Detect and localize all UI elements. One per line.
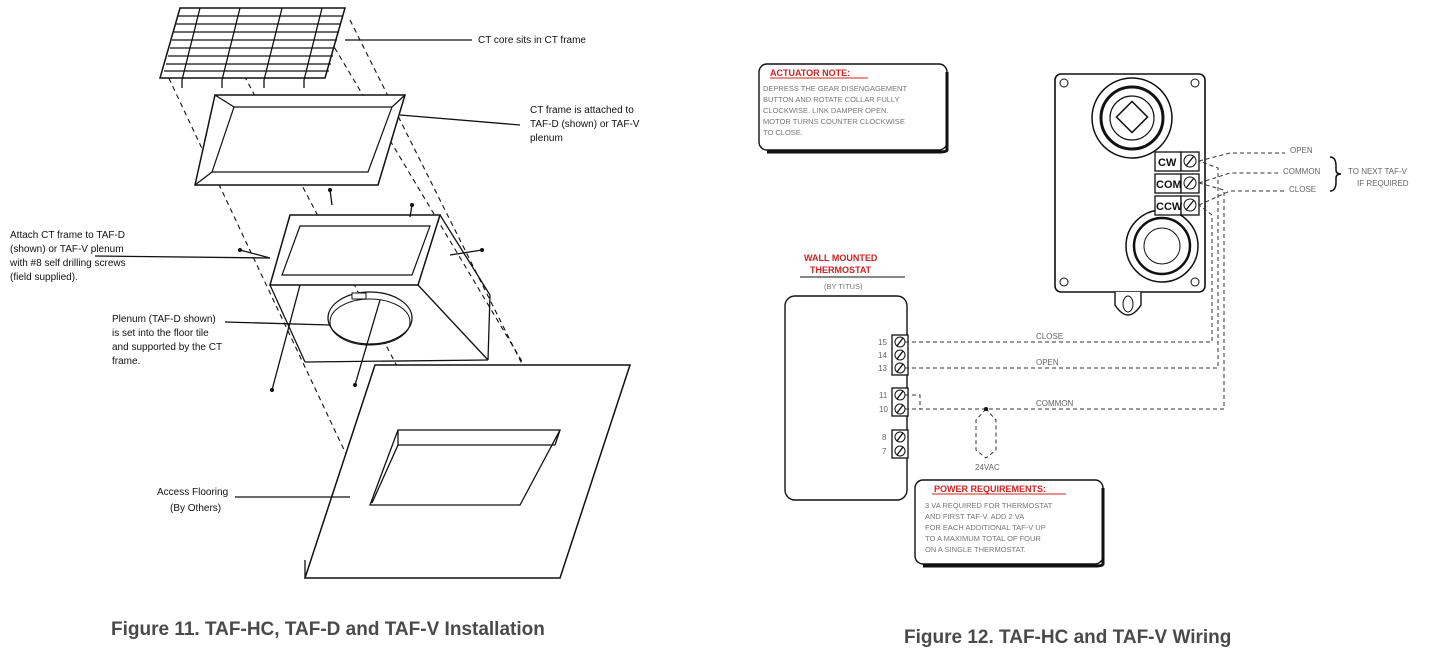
actuator-terminal-block: [1154, 151, 1200, 216]
power-line2: AND FIRST TAF-V. ADD 2 VA: [925, 512, 1024, 521]
thermostat-terminal-8: 8: [882, 433, 887, 442]
main-wiring: [905, 160, 1225, 459]
actuator-note-title: ACTUATOR NOTE:: [770, 68, 850, 78]
thermostat-terminal-13: 13: [878, 364, 887, 373]
thermostat-terminal-10: 10: [879, 405, 888, 414]
thermostat-terminal-7: 7: [882, 447, 887, 456]
power-line4: TO A MAXIMUM TOTAL OF FOUR: [925, 534, 1041, 543]
label-attach-2: (shown) or TAF-V plenum: [10, 244, 124, 255]
wire-label-close: CLOSE: [1289, 185, 1316, 194]
figure-11-drawing: [94, 7, 632, 579]
actuator-motor: [1054, 73, 1206, 316]
figure-11-caption: Figure 11. TAF-HC, TAF-D and TAF-V Insta…: [111, 619, 545, 640]
actuator-note-line1: DEPRESS THE GEAR DISENGAGEMENT: [763, 84, 907, 93]
label-plenum-2: is set into the floor tile: [112, 328, 209, 339]
label-attach-3: with #8 self drilling screws: [9, 258, 126, 269]
label-attach-1: Attach CT frame to TAF-D: [10, 230, 125, 241]
thermostat-title-2: THERMOSTAT: [810, 265, 872, 275]
actuator-note-line4: MOTOR TURNS COUNTER CLOCKWISE: [763, 117, 905, 126]
wire-label-common-main: COMMON: [1036, 399, 1074, 408]
screws: [238, 188, 484, 392]
figure-12-caption: Figure 12. TAF-HC and TAF-V Wiring: [904, 627, 1232, 648]
label-ct-frame-1: CT frame is attached to: [530, 105, 634, 116]
ct-frame: [194, 94, 407, 186]
next-tafv-wiring: [1198, 152, 1342, 206]
wire-label-close-main: CLOSE: [1036, 332, 1063, 341]
actuator-note-line3: CLOCKWISE. LINK DAMPER OPEN.: [763, 106, 888, 115]
actuator-terminal-ccw: CCW: [1156, 201, 1183, 213]
label-plenum-4: frame.: [112, 356, 140, 367]
wire-label-common: COMMON: [1283, 167, 1321, 176]
plenum: [269, 214, 491, 363]
leader-attach: [94, 255, 271, 259]
wire-label-open-main: OPEN: [1036, 358, 1059, 367]
label-ct-frame-2: TAF-D (shown) or TAF-V: [530, 119, 640, 130]
actuator-note-line2: BUTTON AND ROTATE COLLAR FULLY: [763, 95, 900, 104]
label-attach-4: (field supplied).: [10, 272, 78, 283]
label-ct-frame-3: plenum: [530, 133, 563, 144]
leader-plenum: [224, 321, 331, 326]
leader-ct-frame: [399, 114, 521, 126]
power-line1: 3 VA REQUIRED FOR THERMOSTAT: [925, 501, 1053, 510]
actuator-note-line5: TO CLOSE.: [763, 128, 803, 137]
wire-label-next-1: TO NEXT TAF-V: [1348, 167, 1408, 176]
thermostat-terminal-block: [891, 334, 909, 459]
ct-core-grille: [159, 7, 346, 88]
label-floor-1: Access Flooring: [157, 487, 228, 498]
power-requirements-box: [914, 479, 1105, 568]
actuator-terminal-cw: CW: [1158, 157, 1177, 169]
label-ct-core: CT core sits in CT frame: [478, 35, 586, 46]
thermostat-terminal-11: 11: [879, 391, 888, 400]
label-plenum-1: Plenum (TAF-D shown): [112, 314, 216, 325]
thermostat-terminal-14: 14: [878, 351, 887, 360]
power-line3: FOR EACH ADDITIONAL TAF-V UP: [925, 523, 1046, 532]
wire-label-next-2: IF REQUIRED: [1357, 179, 1409, 188]
thermostat-by: (BY TITUS): [824, 282, 863, 291]
power-title: POWER REQUIREMENTS:: [934, 484, 1046, 494]
thermostat-body: [784, 295, 908, 501]
wire-label-24vac: 24VAC: [975, 463, 1000, 472]
wire-label-open: OPEN: [1290, 146, 1313, 155]
label-floor-2: (By Others): [170, 503, 221, 514]
actuator-note-box: [758, 63, 949, 154]
thermostat-title-1: WALL MOUNTED: [804, 253, 878, 263]
thermostat-terminal-15: 15: [878, 338, 887, 347]
power-line5: ON A SINGLE THERMOSTAT.: [925, 545, 1026, 554]
label-plenum-3: and supported by the CT: [112, 342, 222, 353]
access-floor-tile: [303, 364, 632, 579]
actuator-terminal-com: COM: [1156, 179, 1182, 191]
